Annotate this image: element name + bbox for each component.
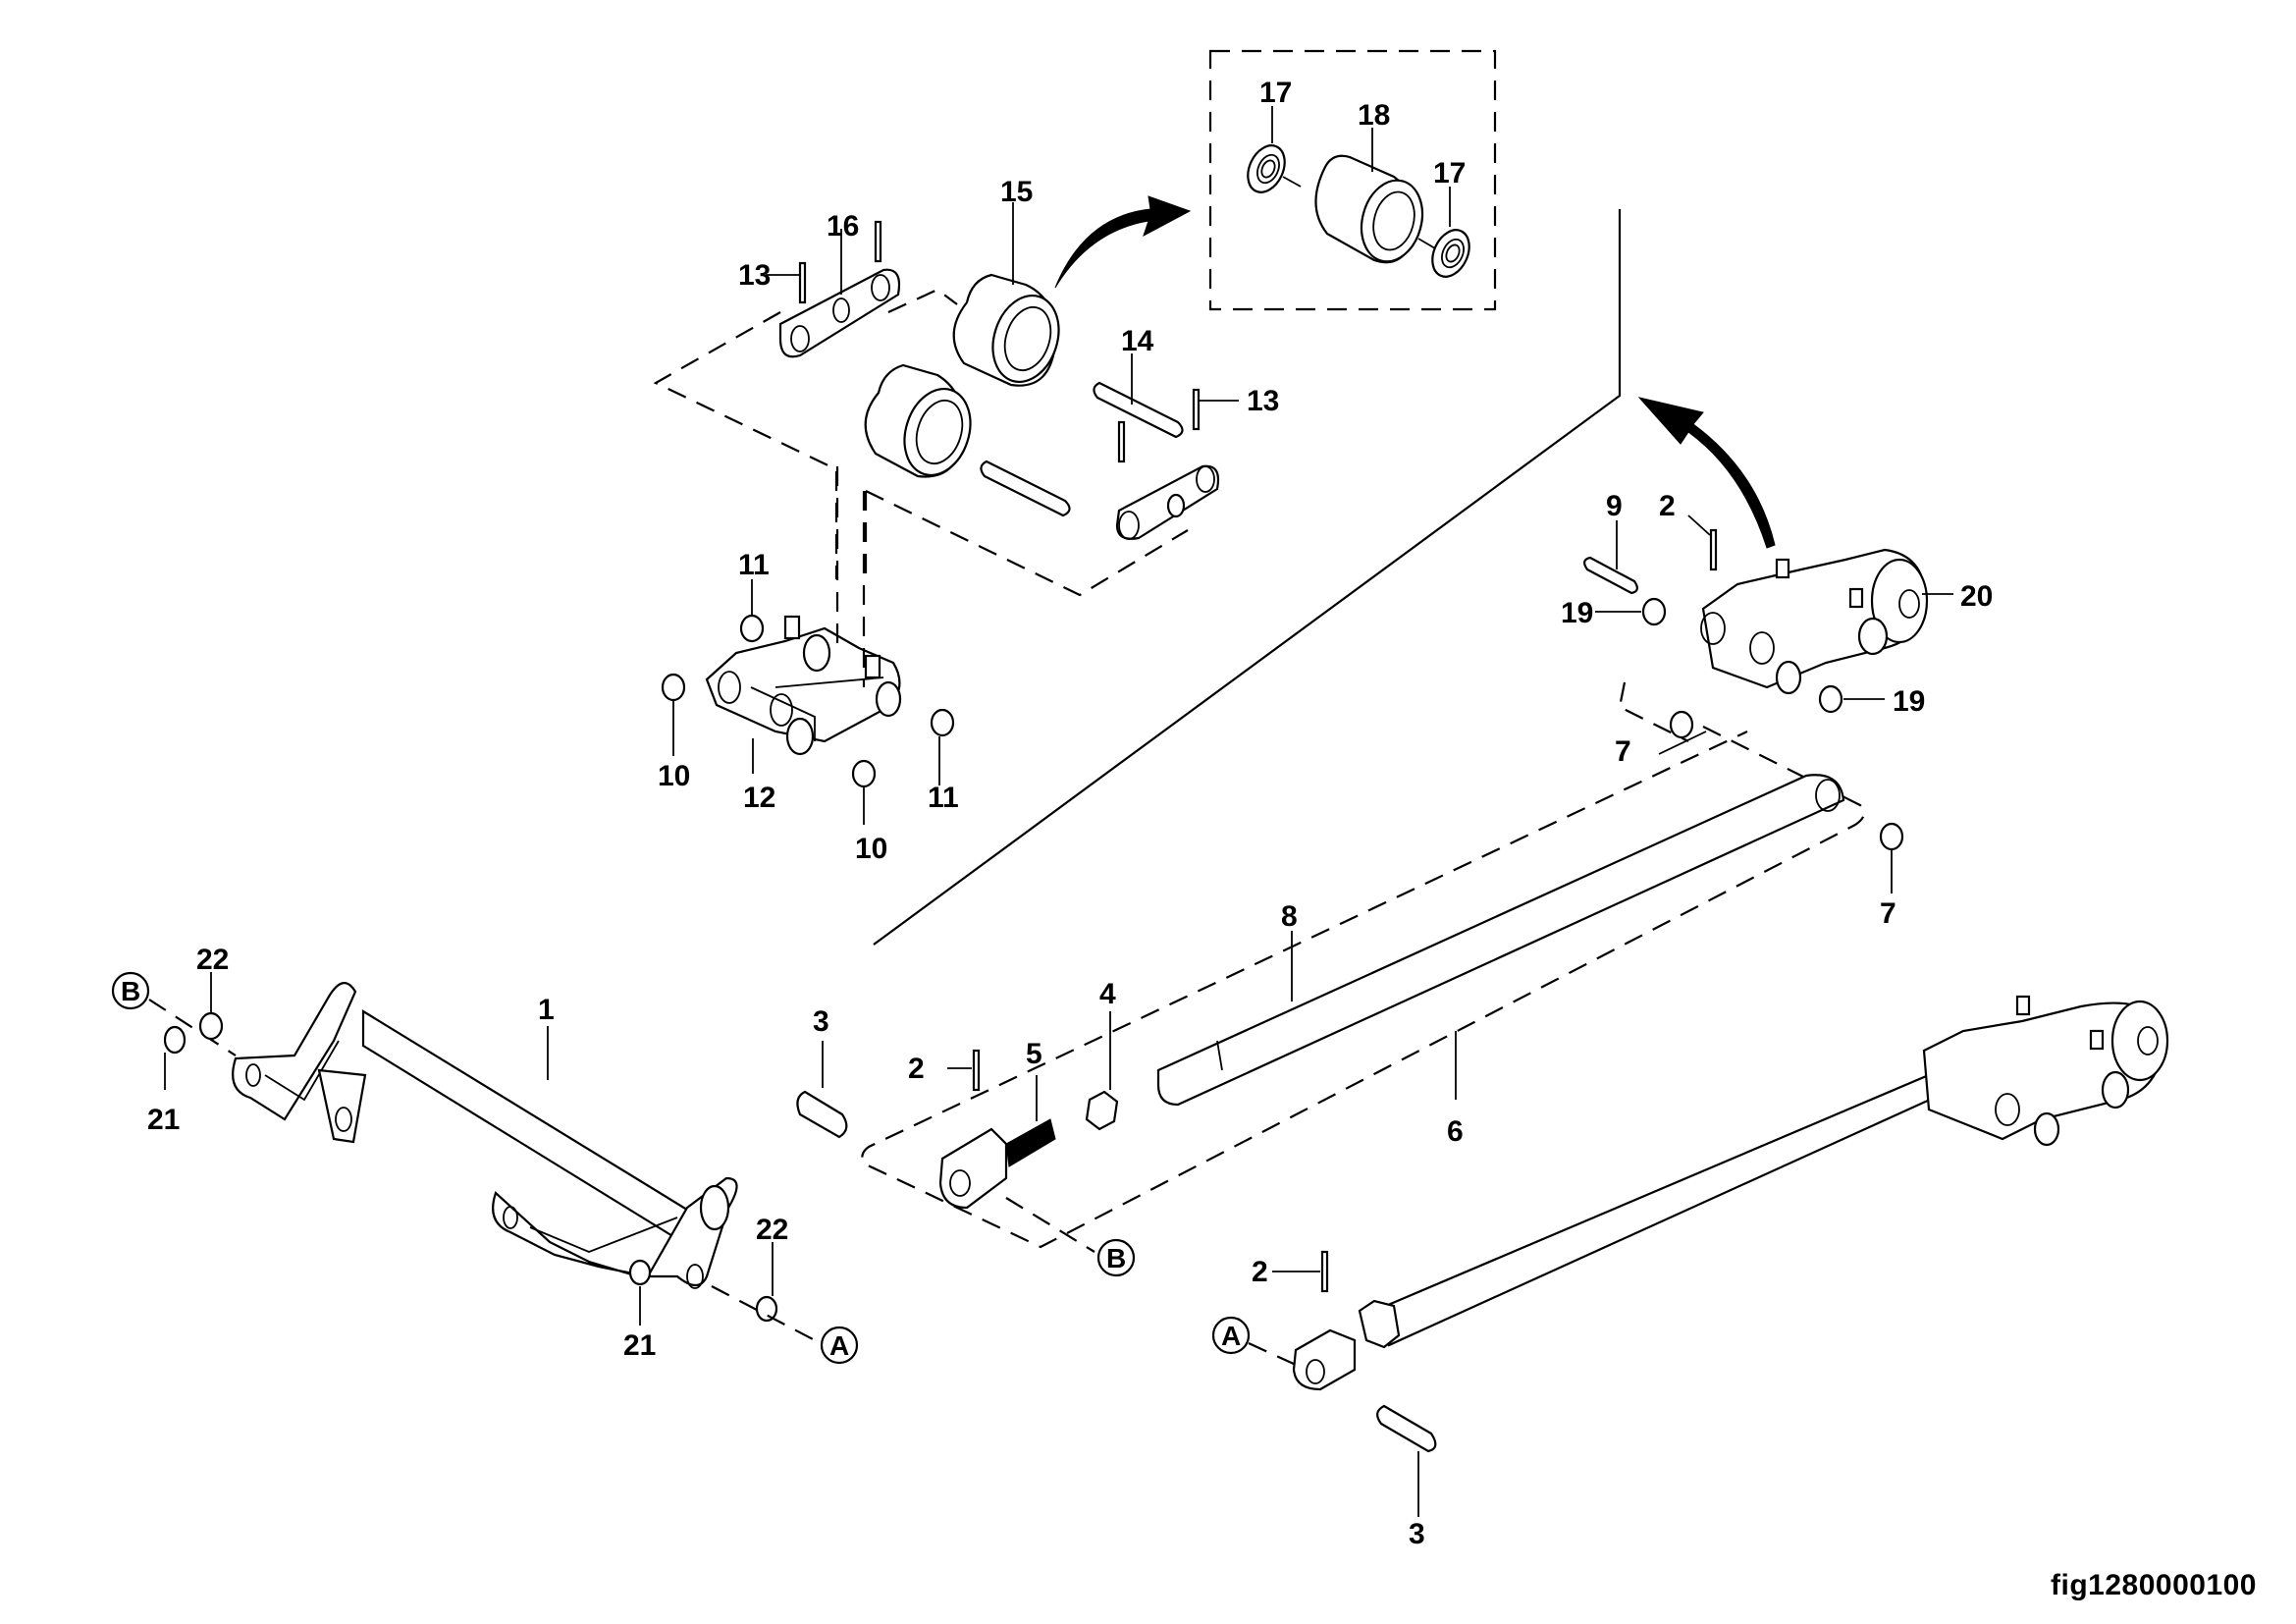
callout-11: 11 [738, 549, 770, 581]
callout-16: 16 [827, 210, 859, 243]
bushing-11 [930, 708, 955, 737]
callout-21: 21 [147, 1104, 180, 1136]
cotter-pin-2 [1320, 1250, 1329, 1293]
reference-marker-a [820, 1326, 859, 1365]
pin-3 [796, 1090, 848, 1139]
callout-19: 19 [1893, 685, 1925, 718]
reference-marker-a-label: A [829, 1330, 849, 1361]
callout-7: 7 [1615, 735, 1631, 768]
reference-marker-b [1096, 1238, 1136, 1277]
link-plate-lower [1115, 464, 1220, 540]
callout-6: 6 [1447, 1115, 1464, 1148]
bearing-17-right [1431, 229, 1470, 278]
rod-assembly: 7 7 8 6 [861, 681, 1904, 1249]
bushing-21 [628, 1259, 652, 1286]
callout-1: 1 [538, 994, 555, 1026]
roller-assembly-20: 9 2 19 19 20 [1561, 490, 1993, 718]
reference-marker-a [1211, 1316, 1251, 1355]
callout-5: 5 [1026, 1038, 1042, 1070]
cotter-pin-13 [874, 220, 882, 263]
callout-12: 12 [743, 782, 775, 814]
callout-17: 17 [1259, 77, 1292, 109]
callout-10: 10 [855, 833, 887, 865]
bushing-10 [661, 673, 686, 702]
rod-8 [1156, 774, 1845, 1107]
link-plate-16 [778, 268, 901, 358]
callout-21: 21 [623, 1329, 656, 1362]
callout-3: 3 [1409, 1518, 1425, 1550]
cotter-pin-2 [972, 1049, 981, 1092]
callout-13: 13 [738, 259, 771, 292]
callout-7: 7 [1880, 897, 1896, 930]
callout-4: 4 [1099, 978, 1116, 1010]
clevis-assembly-middle: 3 2 5 4 B [796, 978, 1136, 1277]
shaft-14 [980, 381, 1184, 517]
pin-9 [1583, 556, 1638, 595]
reference-marker-b-label: B [121, 976, 140, 1006]
roller-18 [1314, 154, 1424, 264]
clevis-5 [938, 1127, 1008, 1210]
callout-10: 10 [658, 760, 690, 792]
callout-18: 18 [1358, 99, 1390, 132]
bushing-22 [198, 1011, 224, 1041]
bracket-assembly-12: 11 10 12 10 11 [658, 466, 959, 865]
roller-assembly-upper: 13 16 15 14 13 [653, 176, 1279, 597]
detail-inset: 17 18 17 [1208, 49, 1497, 311]
separator-line [873, 209, 1622, 946]
callout-14: 14 [1121, 325, 1154, 357]
threaded-rod-5 [1005, 1118, 1056, 1167]
callout-3: 3 [813, 1005, 829, 1038]
roller-15-upper [952, 273, 1060, 387]
callout-11: 11 [928, 782, 959, 814]
bushing-7 [1669, 710, 1694, 739]
callout-17: 17 [1433, 157, 1466, 189]
washer-19 [1641, 597, 1667, 626]
washer-19 [1818, 684, 1843, 714]
reference-marker-b [111, 971, 150, 1010]
bearing-17-left [1247, 144, 1286, 193]
bushing-10 [851, 759, 877, 788]
callout-15: 15 [1000, 176, 1033, 208]
callout-19: 19 [1561, 597, 1593, 629]
detail-inset-box [1208, 49, 1497, 311]
assembled-rod-lower: A 2 3 [1211, 995, 2169, 1550]
pedal-shaft-1: B A 22 21 1 22 21 [111, 944, 859, 1365]
reference-marker-a-label: A [1221, 1321, 1241, 1351]
cotter-pin-13 [1192, 388, 1201, 431]
roller-15-lower [864, 363, 972, 478]
cotter-pin-13 [798, 261, 807, 304]
callout-9: 9 [1606, 490, 1623, 522]
bushing-7 [1879, 822, 1904, 851]
callout-13: 13 [1247, 385, 1279, 417]
reference-marker-b-label: B [1106, 1243, 1126, 1273]
callout-2: 2 [1252, 1256, 1268, 1288]
arrow-to-inset-icon [1054, 195, 1192, 289]
cotter-pin-2 [1709, 528, 1718, 571]
callout-22: 22 [756, 1214, 788, 1246]
figure-caption: fig1280000100 [2051, 1569, 2257, 1601]
arrow-to-assembly-icon [1637, 397, 1776, 549]
hex-nut-4 [1085, 1090, 1119, 1131]
cotter-pin-13 [1117, 420, 1126, 463]
callout-20: 20 [1960, 580, 1993, 613]
callout-2: 2 [1659, 490, 1676, 522]
bushing-11 [739, 614, 765, 643]
bushing-22 [755, 1295, 778, 1323]
pin-3 [1376, 1404, 1437, 1453]
bushing-21 [163, 1025, 187, 1055]
callout-22: 22 [196, 944, 229, 976]
callout-2: 2 [908, 1053, 925, 1085]
callout-8: 8 [1281, 900, 1298, 933]
